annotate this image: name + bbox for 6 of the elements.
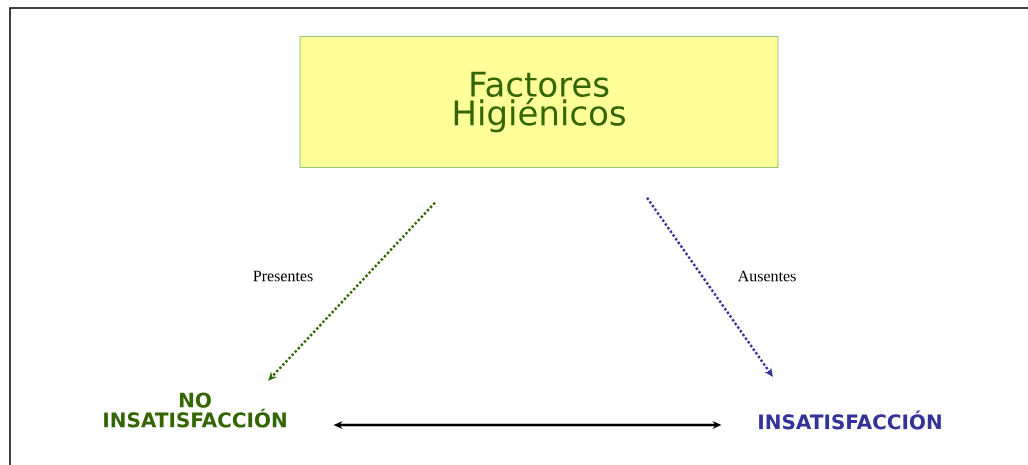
node-label: NO INSATISFACCIÓN <box>104 392 286 428</box>
edge-label: Ausentes <box>736 269 798 283</box>
node-label: INSATISFACCIÓN <box>759 410 941 430</box>
edge-label: Presentes <box>251 269 315 283</box>
arrow <box>268 201 436 381</box>
title-box: Factores Higiénicos <box>299 36 779 168</box>
